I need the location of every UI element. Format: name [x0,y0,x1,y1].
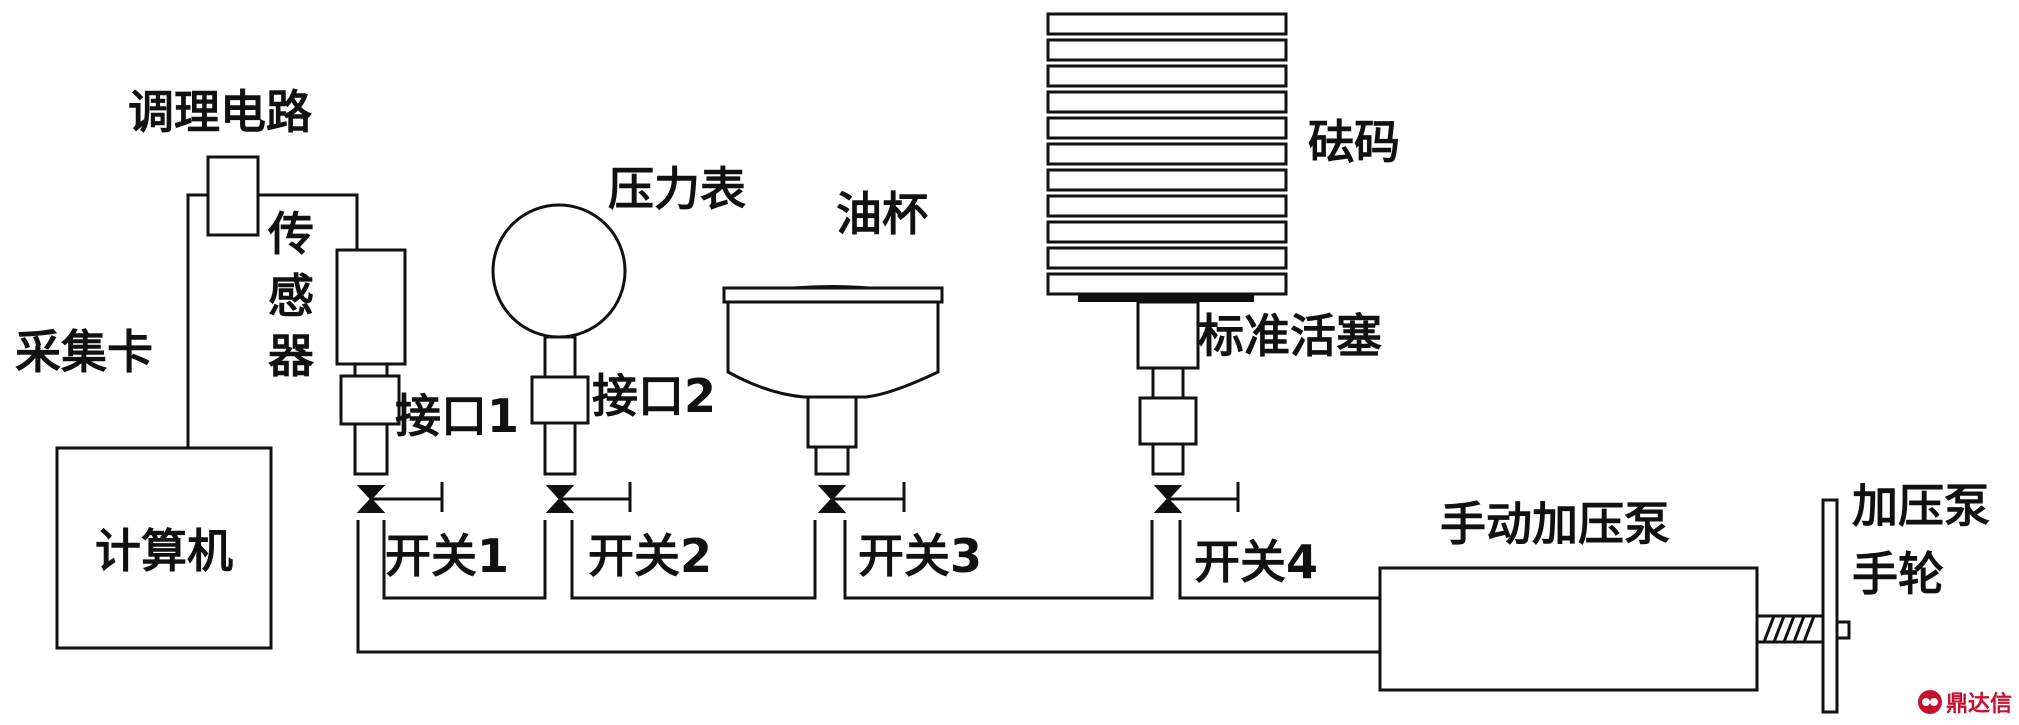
manual-pump-label: 手动加压泵 [1440,497,1670,551]
port1-connector [339,374,401,426]
sensor-stem [353,362,389,378]
weight-plate [1046,272,1288,296]
pressure-gauge-stem [543,335,577,379]
weights-label: 砝码 [1308,115,1400,169]
watermark-logo: 鼎达信 [1918,690,2012,717]
circuit-to-sensor-wire [258,193,359,250]
standard-piston-stem [1151,366,1185,400]
sensor-body [335,248,407,366]
switch2-label: 开关2 [588,529,712,583]
pump-handwheel-knob[interactable] [1835,620,1851,640]
port2-stem [543,421,577,476]
weight-plate [1046,38,1288,62]
conditioning-circuit-box [206,155,260,237]
weight-plate [1046,194,1288,218]
acquisition-cable [186,193,208,448]
main-pipe-outer-inner [382,520,547,600]
pump-handwheel-label-2: 手轮 [1852,547,1944,601]
weight-plate [1046,116,1288,140]
distribution-pipe-c [1178,520,1380,600]
pressure-gauge-label: 压力表 [608,162,746,216]
weight-base-plate [1078,294,1254,302]
distribution-pipe-b [843,520,1154,600]
pressure-gauge-dial [491,203,627,339]
pump-shaft-thread-marks [1762,615,1816,643]
port1-stem [353,422,389,476]
computer-box [55,446,273,650]
switch4-label: 开关4 [1194,535,1318,589]
weight-plate [1046,220,1288,244]
sensor-label-2: 感 [268,269,314,323]
standard-piston-body [1136,300,1200,370]
port2-connector [530,375,590,425]
standard-piston-connector [1138,396,1198,446]
watermark-text: 鼎达信 [1946,691,2012,717]
weight-plate [1046,12,1288,36]
acquisition-card-label: 采集卡 [15,325,153,379]
pump-handwheel-plate[interactable] [1821,498,1839,714]
weight-plate [1046,142,1288,166]
oil-cup-label: 油杯 [836,187,928,241]
standard-piston-label: 标准活塞 [1198,309,1382,363]
oil-cup-stem [806,395,858,449]
oil-cup-lower-stem [814,445,850,476]
weight-plate [1046,168,1288,192]
computer-label: 计算机 [95,524,233,578]
sensor-label-3: 器 [268,329,315,383]
switch3-label: 开关3 [858,529,982,583]
weights-stack [1046,12,1288,302]
weight-plate [1046,246,1288,270]
standard-piston-lower-stem [1151,442,1185,476]
port1-label: 接口1 [395,389,519,443]
port2-label: 接口2 [592,369,716,423]
switch1-label: 开关1 [385,529,509,583]
sensor-label-1: 传 [267,207,314,261]
manual-pump-body [1378,566,1759,692]
pump-handwheel-label-1: 加压泵 [1852,479,1990,533]
distribution-pipe-a [570,520,817,600]
oil-cup-rim [722,286,944,304]
weight-plate [1046,64,1288,88]
conditioning-circuit-label: 调理电路 [128,85,313,139]
main-pipe-outer [356,520,1380,654]
weight-plate [1046,90,1288,114]
